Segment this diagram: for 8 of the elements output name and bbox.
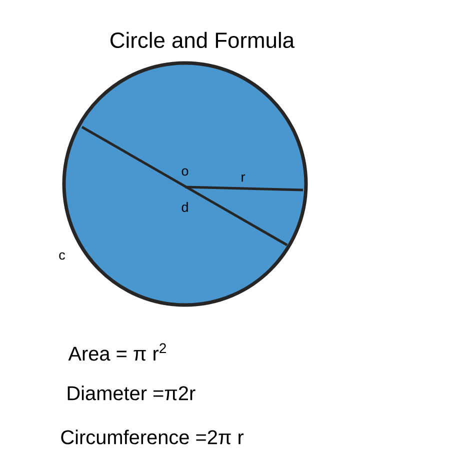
point-label: o <box>182 168 188 176</box>
point-label: d <box>182 202 188 212</box>
title: Circle and Formula <box>110 32 295 48</box>
circumference-label: c <box>59 252 66 260</box>
formula: Diameter =π2r <box>68 386 196 400</box>
point-label: r <box>242 174 246 182</box>
formula: Area = π r$^{2}$ <box>68 343 166 361</box>
formula: Circumference =2π r <box>61 430 244 444</box>
